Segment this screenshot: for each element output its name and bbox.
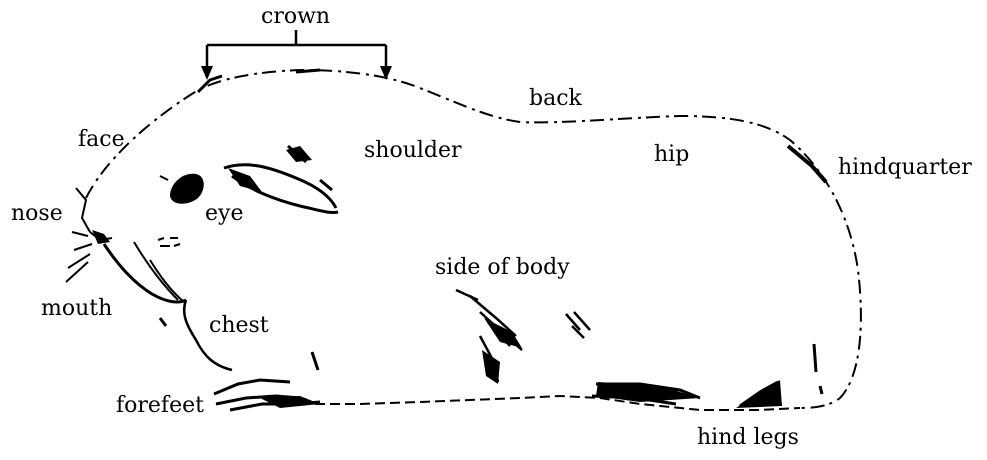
- label-face: face: [78, 129, 125, 151]
- label-hip: hip: [654, 144, 689, 166]
- eye-shape: [170, 174, 204, 204]
- belly-line: [300, 396, 800, 410]
- label-eye: eye: [205, 203, 243, 225]
- nose-region: [66, 188, 112, 282]
- side-fur-marks: [456, 290, 590, 382]
- label-side-of-body: side of body: [435, 257, 570, 279]
- label-hindquarter: hindquarter: [838, 157, 972, 179]
- body-outline: [86, 70, 861, 408]
- label-crown: crown: [261, 6, 330, 28]
- label-chest: chest: [209, 315, 269, 337]
- label-nose: nose: [11, 203, 63, 225]
- label-back: back: [529, 88, 582, 110]
- label-forefeet: forefeet: [116, 395, 204, 417]
- label-mouth: mouth: [41, 298, 112, 320]
- label-shoulder: shoulder: [364, 140, 462, 162]
- hindquarter-accent: [788, 146, 826, 182]
- label-hind-legs: hind legs: [697, 427, 799, 449]
